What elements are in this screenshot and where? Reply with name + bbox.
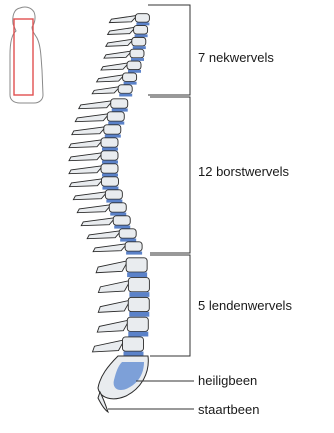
thoracic-disc — [102, 173, 118, 176]
label-cervical: 7 nekwervels — [198, 50, 274, 65]
cervical-process — [106, 39, 134, 46]
thoracic-vertebra — [105, 190, 122, 199]
thoracic-disc — [105, 134, 121, 137]
thoracic-process — [72, 127, 106, 135]
thoracic-disc — [112, 108, 128, 111]
label-lumbar: 5 lendenwervels — [198, 298, 292, 313]
thoracic-vertebra — [101, 138, 118, 147]
thoracic-vertebra — [109, 203, 126, 212]
thoracic-process — [87, 231, 121, 239]
lumbar-vertebra — [128, 278, 149, 292]
bracket-thoracic — [150, 97, 190, 253]
cervical-disc — [131, 58, 144, 61]
thoracic-disc — [102, 147, 118, 150]
thoracic-vertebra — [125, 242, 142, 251]
cervical-disc — [124, 82, 137, 85]
lumbar-process — [92, 340, 124, 352]
thoracic-disc — [120, 238, 136, 241]
lumbar-vertebra — [127, 317, 148, 331]
cervical-disc — [128, 70, 141, 73]
thoracic-disc — [114, 225, 130, 228]
thoracic-vertebra — [107, 112, 124, 121]
cervical-vertebra — [134, 26, 148, 35]
cervical-process — [104, 51, 132, 58]
lumbar-process — [98, 300, 130, 312]
thoracic-disc — [110, 212, 126, 215]
label-coccyx: staartbeen — [198, 402, 259, 417]
cervical-disc — [136, 22, 149, 25]
thoracic-process — [73, 192, 107, 200]
thoracic-vertebra — [101, 164, 118, 173]
thoracic-disc — [102, 160, 118, 163]
lumbar-disc — [128, 332, 148, 337]
lumbar-process — [96, 261, 128, 273]
lumbar-process — [98, 280, 130, 292]
thoracic-process — [69, 153, 103, 161]
thoracic-vertebra — [113, 216, 130, 225]
cervical-vertebra — [135, 14, 149, 23]
lumbar-vertebra — [128, 297, 149, 311]
thoracic-disc — [126, 251, 142, 254]
thoracic-process — [75, 114, 109, 122]
cervical-process — [101, 63, 129, 70]
thoracic-disc — [102, 186, 118, 189]
cervical-process — [108, 27, 136, 34]
cervical-vertebra — [118, 85, 132, 94]
lumbar-disc — [129, 312, 149, 317]
cervical-disc — [135, 34, 148, 37]
thoracic-process — [79, 101, 113, 109]
label-sacrum: heiligbeen — [198, 373, 257, 388]
cervical-process — [109, 15, 137, 22]
thoracic-process — [69, 166, 103, 174]
cervical-vertebra — [123, 73, 137, 82]
cervical-process — [92, 87, 120, 94]
lumbar-vertebra — [126, 258, 147, 272]
bracket-lumbar — [150, 255, 190, 356]
thoracic-disc — [108, 121, 124, 124]
cervical-process — [97, 75, 125, 82]
thoracic-vertebra — [101, 177, 118, 186]
thoracic-process — [93, 244, 127, 252]
thoracic-process — [81, 218, 115, 226]
thoracic-vertebra — [111, 99, 128, 108]
thoracic-process — [77, 205, 111, 213]
cervical-vertebra — [127, 61, 141, 70]
label-thoracic: 12 borstwervels — [198, 164, 289, 179]
thoracic-disc — [106, 199, 122, 202]
thoracic-process — [69, 179, 103, 187]
thoracic-process — [69, 140, 103, 148]
lumbar-disc — [129, 292, 149, 297]
cervical-vertebra — [132, 37, 146, 46]
lumbar-process — [97, 320, 129, 332]
bracket-cervical — [148, 5, 190, 95]
thoracic-vertebra — [101, 151, 118, 160]
cervical-disc — [133, 46, 146, 49]
cervical-vertebra — [130, 49, 144, 58]
thoracic-vertebra — [119, 229, 136, 238]
thoracic-vertebra — [104, 125, 121, 134]
cervical-disc — [119, 94, 132, 97]
lumbar-vertebra — [122, 337, 143, 351]
body-silhouette-icon — [10, 7, 43, 103]
lumbar-disc — [127, 272, 147, 277]
vertebral-column — [69, 14, 149, 412]
